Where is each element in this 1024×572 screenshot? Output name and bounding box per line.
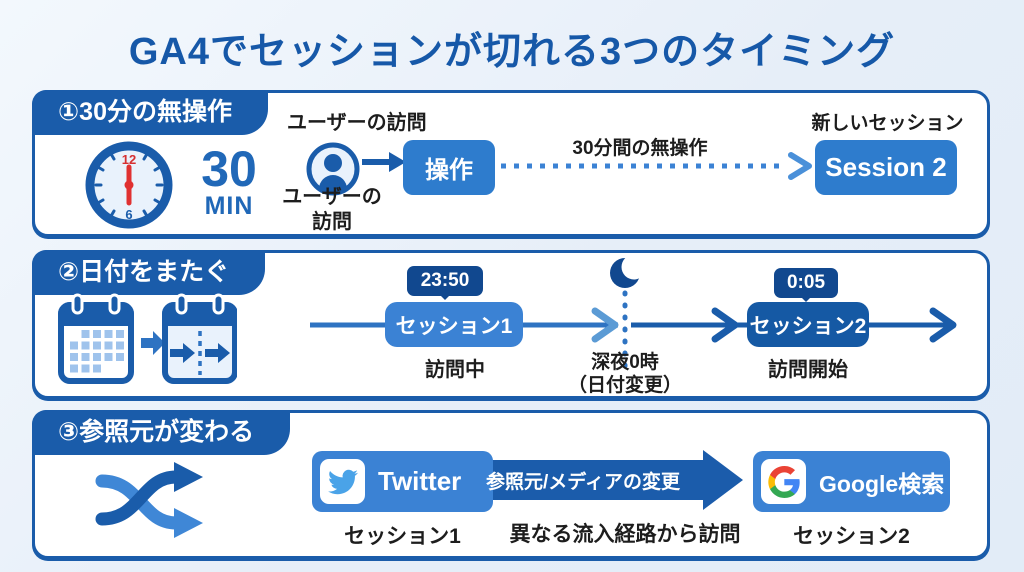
arrow-right-icon xyxy=(362,152,406,172)
calendar-grid-icon xyxy=(58,293,134,384)
section-date-crossing: ②日付をまたぐ xyxy=(32,250,990,399)
shuffle-icon xyxy=(95,462,203,538)
section2-tab: ②日付をまたぐ xyxy=(32,250,266,295)
midnight-label: 深夜0時 （日付変更） xyxy=(550,351,700,397)
visit-start-label: 訪問開始 xyxy=(768,359,848,381)
user-visit-line2: 訪問 xyxy=(312,211,352,233)
google-g-icon xyxy=(767,465,800,498)
section1-tab: ①30分の無操作 xyxy=(32,90,268,135)
calendar-split-icon xyxy=(162,293,237,384)
google-icon-chip xyxy=(761,459,806,504)
big-arrow-icon xyxy=(458,450,743,510)
referrer-change-label: 参照元/メディアの変更 xyxy=(486,472,680,493)
google-label: Google検索 xyxy=(819,470,945,497)
clock-6-label: 6 xyxy=(125,207,132,222)
time-badge-2350: 23:50 xyxy=(407,266,483,300)
new-session-label: 新しいセッション xyxy=(811,113,964,134)
user-icon xyxy=(306,142,360,196)
action-button: 操作 xyxy=(403,140,495,195)
time-badge-005: 0:05 xyxy=(774,268,838,302)
user-visit-label-bottom: ユーザーの 訪問 xyxy=(267,185,397,235)
different-route-label: 異なる流入経路から訪問 xyxy=(509,523,741,546)
twitter-label: Twitter xyxy=(378,466,462,496)
minutes-unit: MIN xyxy=(204,192,254,220)
midnight-line1: 深夜0時 xyxy=(591,352,659,373)
small-arrow-icon xyxy=(141,331,165,355)
twitter-bird-icon xyxy=(327,469,358,494)
section-referrer-change: ③参照元が変わる Twitter セッション1 参照元/メディアの変更 異なる流… xyxy=(32,410,990,559)
user-visit-line1: ユーザーの xyxy=(282,186,382,208)
session1-box: セッション1 xyxy=(385,302,523,347)
clock-12-label: 12 xyxy=(122,152,136,167)
midnight-line2: （日付変更） xyxy=(567,375,682,396)
dotted-arrow-icon xyxy=(501,152,812,180)
30min-text: 30 MIN xyxy=(181,141,277,220)
google-source-button: Google検索 xyxy=(753,451,950,512)
session2-button: Session 2 xyxy=(815,140,957,195)
twitter-icon-chip xyxy=(320,459,365,504)
session1-label: セッション1 xyxy=(344,525,461,548)
section3-tab: ③参照元が変わる xyxy=(32,410,291,455)
calendar-icons xyxy=(58,293,237,384)
section-30min-inactivity: ①30分の無操作 12 6 30 MIN ユーザーの訪問 xyxy=(32,90,990,237)
page-title: GA4でセッションが切れる3つのタイミング xyxy=(128,31,896,73)
minutes-number: 30 xyxy=(201,141,257,197)
user-visit-label-top: ユーザーの訪問 xyxy=(287,112,427,134)
twitter-source-button: Twitter xyxy=(312,451,493,512)
inactivity-label: 30分間の無操作 xyxy=(572,138,708,159)
session2-label: セッション2 xyxy=(793,525,910,548)
session2-box: セッション2 xyxy=(747,302,869,347)
moon-icon xyxy=(610,254,647,288)
clock-icon: 12 6 xyxy=(85,141,173,229)
visiting-label: 訪問中 xyxy=(425,359,485,381)
